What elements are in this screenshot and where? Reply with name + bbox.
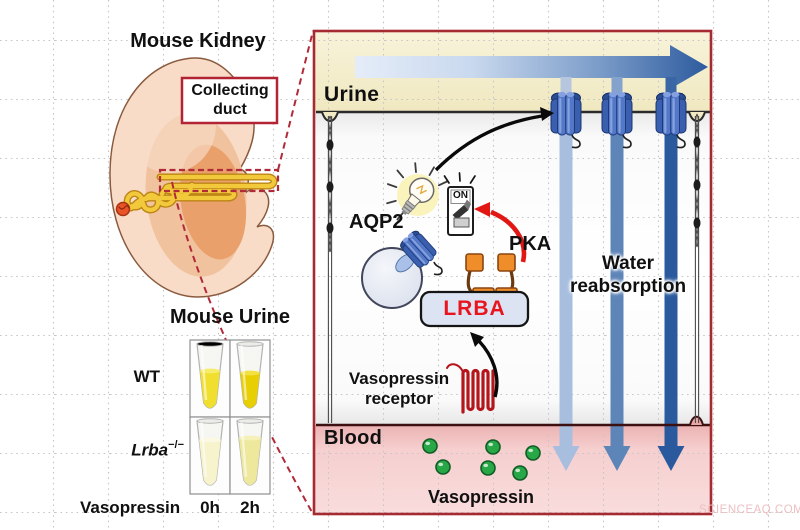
vasopressin-molecules	[422, 438, 541, 481]
on-switch-label: ON	[453, 190, 468, 201]
lrba-genotype-sup: −/−	[168, 439, 184, 451]
timepoint-2h: 2h	[240, 498, 260, 517]
mouse-urine-title: Mouse Urine	[169, 306, 291, 328]
arrow-vesicle-to-membrane	[434, 114, 543, 172]
lrba-gene-name: Lrba	[131, 440, 169, 460]
vasopressin-molecule-icon	[512, 465, 528, 481]
water-line1: Water	[601, 253, 655, 274]
tube-lrba-2h	[236, 418, 264, 486]
row-label-wt: WT	[133, 367, 160, 386]
aqp2-channel-icon	[550, 91, 582, 136]
collecting-duct-line2: duct	[213, 101, 247, 119]
tube-wt-2h	[236, 341, 264, 409]
receptor-coil-icon	[446, 363, 495, 414]
vasopressin-axis-label: Vasopressin	[80, 498, 181, 517]
watermark: SCIENCEAQ.COM	[699, 504, 800, 516]
membrane-dip-right	[688, 111, 706, 122]
panel-border	[312, 29, 713, 516]
collecting-duct-label: Collecting duct	[183, 81, 277, 119]
water-arrow-2	[603, 128, 631, 471]
pathway-arrows	[434, 107, 554, 398]
basolateral-membrane	[316, 415, 710, 427]
junction-bead	[326, 181, 334, 193]
tube-lrba-0h	[196, 418, 224, 486]
arrow-receptor-to-lrba	[477, 339, 499, 398]
vasopressin-molecule-icon	[480, 460, 496, 476]
on-label-box	[450, 189, 471, 204]
tight-junction-right	[693, 113, 701, 423]
vasopressin-molecule-icon	[435, 459, 451, 475]
membrane-bump-right	[689, 415, 704, 426]
lrba-label: LRBA	[443, 297, 506, 320]
collecting-duct-line1: Collecting	[191, 82, 269, 99]
zoom-dash-top	[277, 30, 314, 171]
junction-bead	[693, 179, 701, 191]
water-line2: reabsorption	[569, 275, 687, 297]
collecting-duct-highlight-box	[158, 168, 280, 193]
aqp2-channel-icon	[601, 91, 633, 136]
zoom-callout	[158, 30, 314, 515]
glomerulus-detail	[118, 205, 130, 210]
apical-membrane	[316, 110, 710, 122]
pka-activation-arrow	[474, 202, 527, 263]
zoom-dash-bottom	[171, 181, 314, 515]
water-arrow-3	[657, 128, 685, 471]
mouse-kidney-title: Mouse Kidney	[130, 30, 266, 52]
blood-label: Blood	[324, 427, 383, 449]
tight-junction-left	[326, 115, 334, 423]
junction-bead	[693, 217, 701, 229]
switch-lever	[452, 205, 469, 220]
vasopressin-receptor-label: Vasopressin receptor	[338, 369, 460, 410]
urine-label: Urine	[324, 83, 380, 106]
water-reabsorption-label: Water reabsorption	[561, 253, 695, 299]
vasopressin-molecule-icon	[422, 438, 438, 454]
tube-wt-0h	[196, 341, 224, 409]
receptor-line1: Vasopressin	[348, 369, 450, 388]
on-switch-icon	[443, 172, 476, 236]
junction-bead	[326, 139, 334, 151]
pka-label: PKA	[509, 233, 552, 255]
junction-bead	[326, 222, 334, 234]
vasopressin-molecule-icon	[525, 445, 541, 461]
junction-bead	[693, 136, 701, 148]
vasopressin-blood-label: Vasopressin	[427, 487, 535, 507]
aqp2-label: AQP2	[349, 211, 404, 233]
switch-base	[453, 217, 470, 228]
water-arrow-1	[552, 128, 580, 471]
light-bulb-icon	[386, 162, 448, 221]
vasopressin-molecule-icon	[485, 439, 501, 455]
receptor-line2: receptor	[364, 389, 434, 409]
collecting-duct-label-box	[180, 76, 279, 125]
kidney-pyramids	[179, 144, 247, 260]
lrba-box	[419, 290, 530, 328]
timepoint-0h: 0h	[200, 498, 220, 517]
aqp2-channel-icon	[655, 91, 687, 136]
urine-tube-grid	[189, 339, 271, 495]
row-label-lrba: Lrba−/−	[104, 439, 184, 461]
